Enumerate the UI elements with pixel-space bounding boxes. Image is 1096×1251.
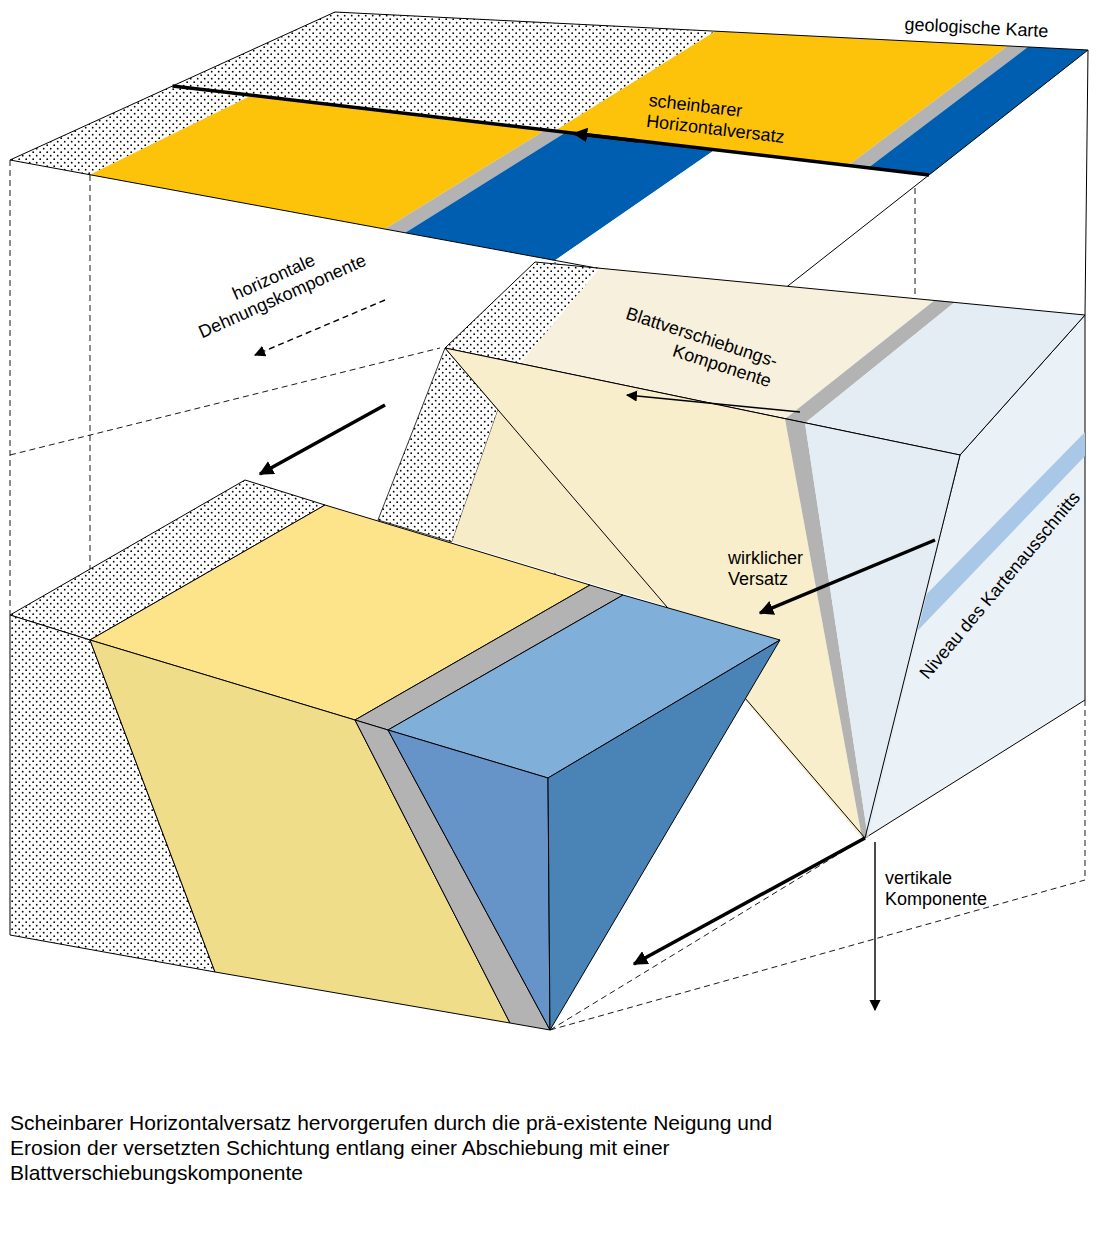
apparent-offset-arrow [574,134,638,142]
map-title: geologische Karte [904,14,1049,42]
extension-arrow-thick [260,405,385,474]
hanging-front-grey [355,720,550,1030]
footwall-block [378,262,1085,838]
footwall-front-blue [805,423,960,838]
fault-trace [173,86,930,175]
frame-line [1085,50,1088,315]
dashed-line [10,348,440,455]
construction-lines [10,160,1085,1030]
caption: Scheinbarer Horizontalversatz hervorgeru… [10,1110,810,1186]
hanging-fault-face [548,640,780,1030]
geological-map [10,12,1088,300]
callout-label: vertikale Komponente [885,868,995,909]
dashed-line [10,160,11,615]
vertical-arrow [874,842,875,1010]
dashed-line [550,880,1085,1030]
map-outline [10,12,1088,300]
callout-label: horizontale Dehnungskomponente [169,223,387,350]
dashed-line [1085,700,1086,880]
map-blue-layer [868,47,1088,175]
strike-slip-arrow [627,395,800,412]
true-offset-arrow [634,838,865,964]
callout-label: wirklicher Versatz [728,548,823,589]
hanging-front-blue [388,730,550,1030]
